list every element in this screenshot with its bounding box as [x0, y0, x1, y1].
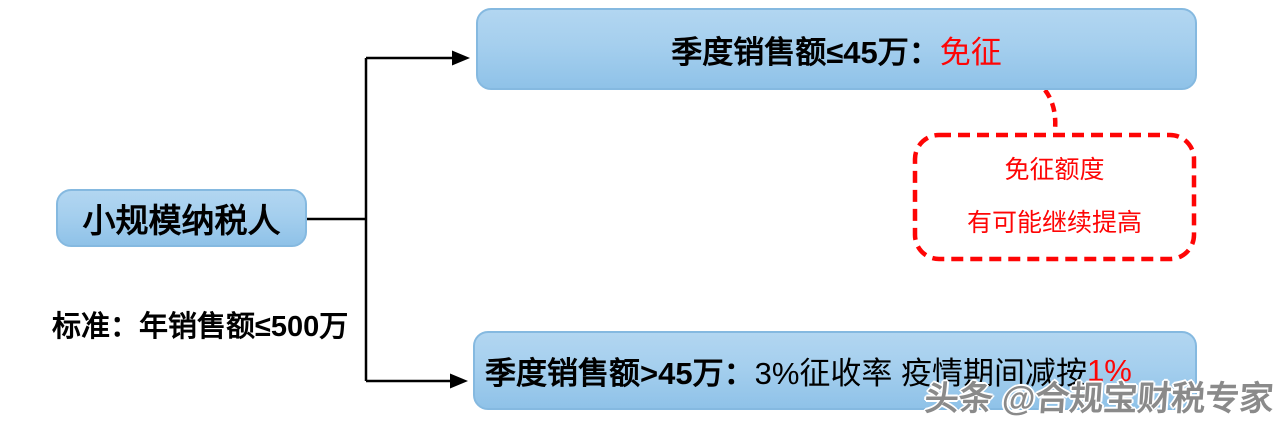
callout-box: 免征额度 有可能继续提高: [912, 132, 1197, 262]
toutiao-watermark: 头条 @合规宝财税专家: [923, 380, 1275, 418]
callout-line2: 有可能继续提高: [966, 208, 1142, 237]
root-node-label: 小规模纳税人: [82, 202, 281, 239]
branch-top-label-bold: 季度销售额≤45万：: [671, 34, 940, 70]
branch-top-label-red: 免征: [939, 34, 1002, 70]
root-node-box: 小规模纳税人: [56, 189, 307, 247]
arrowhead-top-icon: [452, 50, 470, 66]
branch-bottom-label-red: 1%: [1087, 352, 1132, 388]
branch-bottom-label-bold: 季度销售额>45万：: [485, 356, 755, 391]
branch-bottom-label-regular: 3%征收率 疫情期间减按: [754, 356, 1088, 391]
criteria-note-text: 标准：年销售额≤500万: [52, 311, 349, 343]
arrowhead-bottom-icon: [450, 373, 468, 389]
callout-dashed-connector: [1043, 88, 1058, 131]
callout-line1: 免征额度: [1004, 156, 1105, 184]
branch-top-box: 季度销售额≤45万：免征: [476, 8, 1197, 90]
